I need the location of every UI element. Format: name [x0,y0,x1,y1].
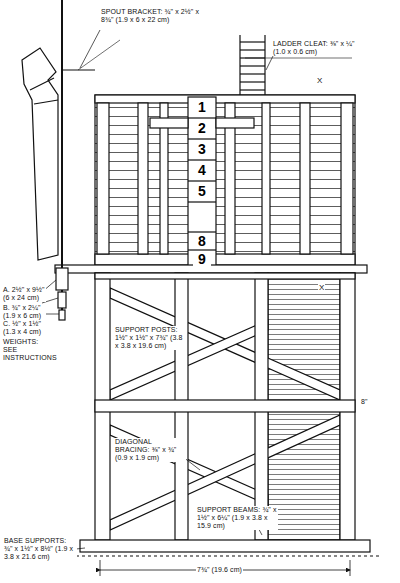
callout-number: 8 [193,234,211,249]
ladder-rung [240,73,265,74]
part-label: A. 2½" x 9½" (6 x 24 cm) [2,286,46,302]
part-label: LADDER CLEAT: ⅜" x ¼" (1.0 x 0.6 cm) [272,40,358,56]
part-label: SUPPORT POSTS: 1½" x 1½" x 7¾" (3.8 x 3.… [114,326,186,350]
part-label: SPOUT BRACKET: ¾" x 2½" x 8¾" (1.9 x 6 x… [100,8,202,24]
callout-number: 3 [193,142,211,157]
part-label: DIAGONAL BRACING: ⅜" x ¾" (0.9 x 1.9 cm) [114,438,186,462]
callout-number: 4 [193,163,211,178]
section-mark: X [318,283,325,292]
ladder-rung [240,49,265,50]
dimension-label: 8" [360,398,369,406]
callout-number: 5 [193,184,211,199]
ladder-rung [240,81,265,82]
part-label: B. ¾" x 2¼" (1.9 x 6 cm) [2,304,46,320]
section-mark: X [316,76,323,85]
part-label: BASE SUPPORTS: ¾" x 1½" x 8½" (1.9 x 3.8… [3,537,77,561]
note-label: WEIGHTS: SEE INSTRUCTIONS [2,338,54,362]
part-label: SUPPORT BEAMS: ¾" x 1½" x 6¼" (1.9 x 3.8… [196,506,278,530]
part-label: C. ½" x 1½" (1.3 x 4 cm) [2,320,46,336]
callout-number: 9 [193,252,211,267]
callout-number: 1 [193,100,211,115]
ladder-rung [240,41,265,42]
callout-number: 2 [193,121,211,136]
ladder-rung [240,65,265,66]
dimension-label: 7¾" (19.6 cm) [196,566,243,574]
ladder-rung [240,89,265,90]
